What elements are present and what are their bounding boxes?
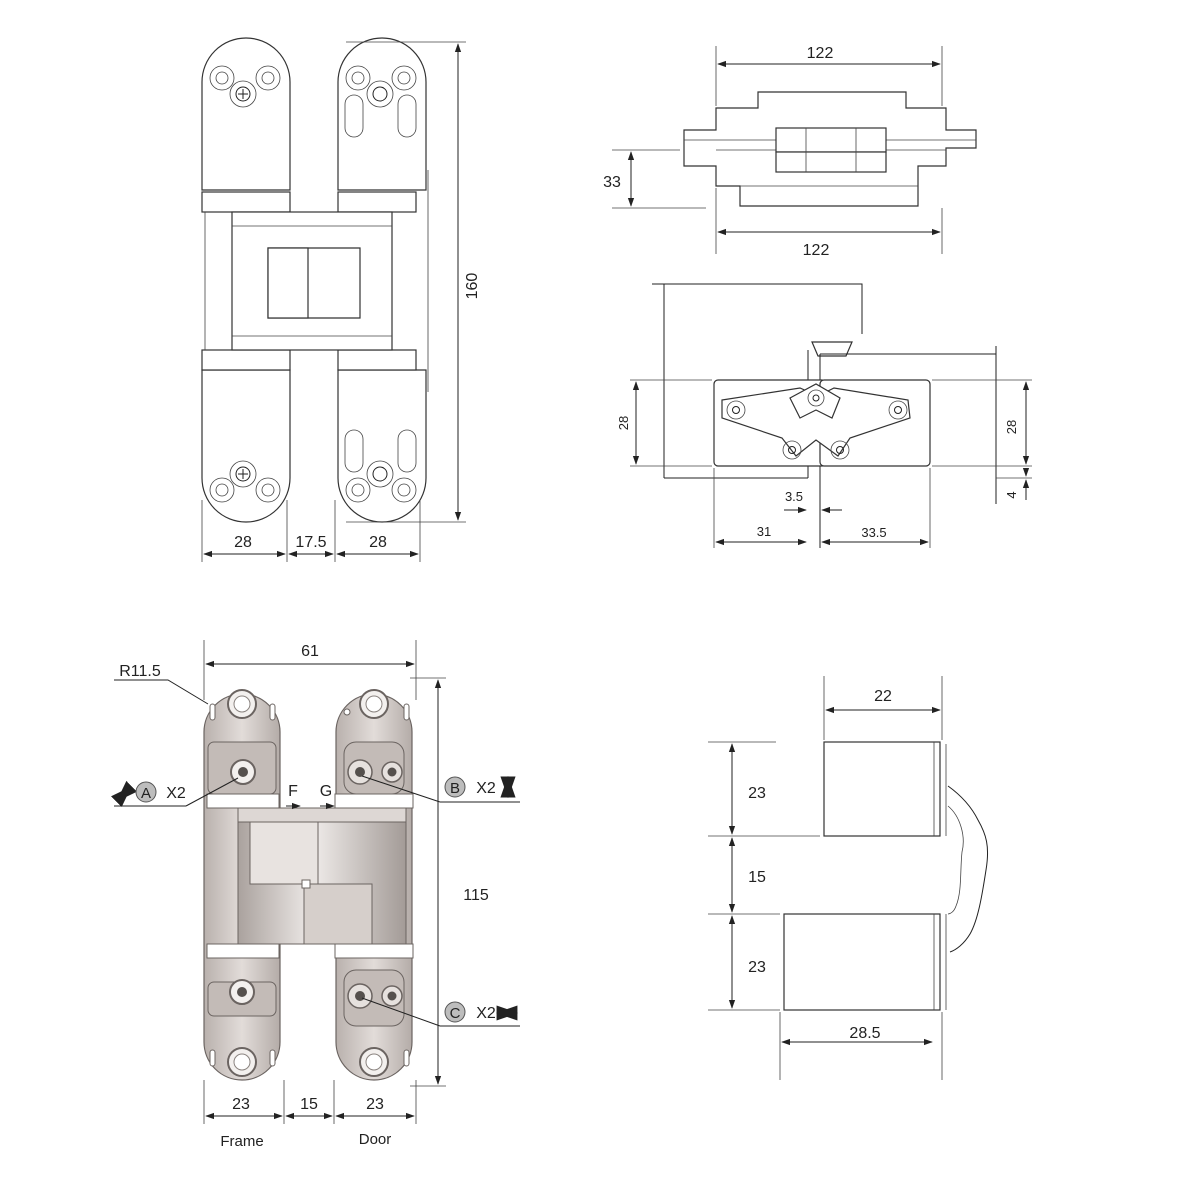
adjuster-b-letter: B bbox=[450, 780, 460, 797]
dim-bottom-length: 122 bbox=[803, 242, 830, 259]
top-length-dimension: 122 bbox=[715, 45, 943, 106]
dim-pin-offset: 3.5 bbox=[785, 489, 803, 504]
left-height-dimension: 28 bbox=[616, 379, 712, 467]
radius-callout: R11.5 bbox=[114, 663, 209, 705]
hinge-mechanism bbox=[713, 379, 931, 467]
dim-left-depth: 31 bbox=[757, 524, 771, 539]
adjuster-a-count: X2 bbox=[166, 785, 186, 802]
dim-left-height: 28 bbox=[616, 416, 631, 430]
dim-right-height: 28 bbox=[1004, 420, 1019, 434]
badge-c bbox=[444, 1001, 466, 1023]
overall-width-dimension: 61 bbox=[203, 640, 417, 700]
front-outline-view: 160 28 17.5 28 bbox=[201, 37, 481, 562]
metal-height-dimension: 115 bbox=[410, 677, 489, 1087]
adjuster-b-callout: B X2 bbox=[361, 775, 520, 803]
body-height-dimension: 33 bbox=[603, 149, 706, 209]
dim-right-depth: 33.5 bbox=[861, 525, 886, 540]
dim-metal-gap: 15 bbox=[300, 1096, 318, 1113]
dim-overall-width: 61 bbox=[301, 643, 319, 660]
badge-a bbox=[135, 781, 157, 803]
label-frame: Frame bbox=[220, 1133, 263, 1150]
adjuster-a-letter: A bbox=[141, 785, 151, 802]
top-view: 122 122 33 bbox=[603, 45, 977, 259]
dim-offset: 4 bbox=[1004, 491, 1019, 498]
label-radius: R11.5 bbox=[119, 663, 161, 680]
knuckle-assembly bbox=[237, 807, 407, 945]
width-dimensions: 28 17.5 28 bbox=[201, 500, 421, 562]
side-height-dimensions: 23 15 23 bbox=[708, 741, 820, 1011]
dim-upper-height: 23 bbox=[748, 785, 766, 802]
height-dimension: 160 bbox=[346, 41, 481, 523]
dim-height: 160 bbox=[464, 273, 481, 300]
adjuster-c-callout: C X2 bbox=[361, 997, 520, 1027]
screw-icon bbox=[235, 86, 251, 482]
metal-front-view: R11.5 61 F G A X2 B bbox=[110, 640, 520, 1150]
side-view: 22 23 15 23 28.5 bbox=[708, 676, 989, 1080]
adjuster-c-count: X2 bbox=[476, 1005, 496, 1022]
adjuster-c-letter: C bbox=[450, 1005, 461, 1022]
diagonal-arrow-icon bbox=[110, 780, 138, 808]
lower-leaf-side bbox=[783, 913, 947, 1011]
dim-side-top-width: 22 bbox=[874, 688, 892, 705]
door-leaf-outline bbox=[337, 37, 429, 523]
dim-metal-height: 115 bbox=[463, 887, 489, 904]
label-g: G bbox=[320, 783, 332, 800]
knuckle-outline bbox=[231, 211, 393, 351]
metal-width-dimensions: 23 15 23 Frame Door bbox=[203, 1080, 417, 1150]
dim-metal-frame-width: 23 bbox=[232, 1096, 250, 1113]
section-view: 28 28 4 3.5 31 33.5 bbox=[616, 283, 1032, 548]
depth-dimensions: 31 33.5 bbox=[713, 468, 931, 548]
hinge-top-body bbox=[683, 91, 977, 207]
bottom-length-dimension: 122 bbox=[715, 188, 943, 259]
adjuster-b-count: X2 bbox=[476, 780, 496, 797]
dim-lower-height: 23 bbox=[748, 959, 766, 976]
dim-metal-door-width: 23 bbox=[366, 1096, 384, 1113]
pin-offset-dimension: 3.5 bbox=[784, 489, 842, 514]
knuckle-side bbox=[947, 785, 989, 953]
fg-gap-labels: F G bbox=[286, 783, 335, 810]
dim-frame-width: 28 bbox=[234, 534, 252, 551]
label-door: Door bbox=[359, 1131, 392, 1148]
dim-body-height: 33 bbox=[603, 174, 621, 191]
side-bottom-width-dimension: 28.5 bbox=[779, 1012, 943, 1080]
adjuster-a-callout: A X2 bbox=[110, 777, 239, 808]
label-f: F bbox=[288, 783, 298, 800]
side-top-width-dimension: 22 bbox=[823, 676, 943, 740]
dim-top-length: 122 bbox=[807, 45, 834, 62]
dim-middle-height: 15 bbox=[748, 869, 766, 886]
upper-leaf-side bbox=[823, 741, 947, 837]
frame-leaf-outline bbox=[201, 37, 291, 523]
dim-side-bottom-width: 28.5 bbox=[849, 1025, 880, 1042]
badge-b bbox=[444, 776, 466, 798]
right-height-dimension: 28 4 bbox=[932, 379, 1032, 500]
dim-door-width: 28 bbox=[369, 534, 387, 551]
dim-gap: 17.5 bbox=[295, 534, 326, 551]
